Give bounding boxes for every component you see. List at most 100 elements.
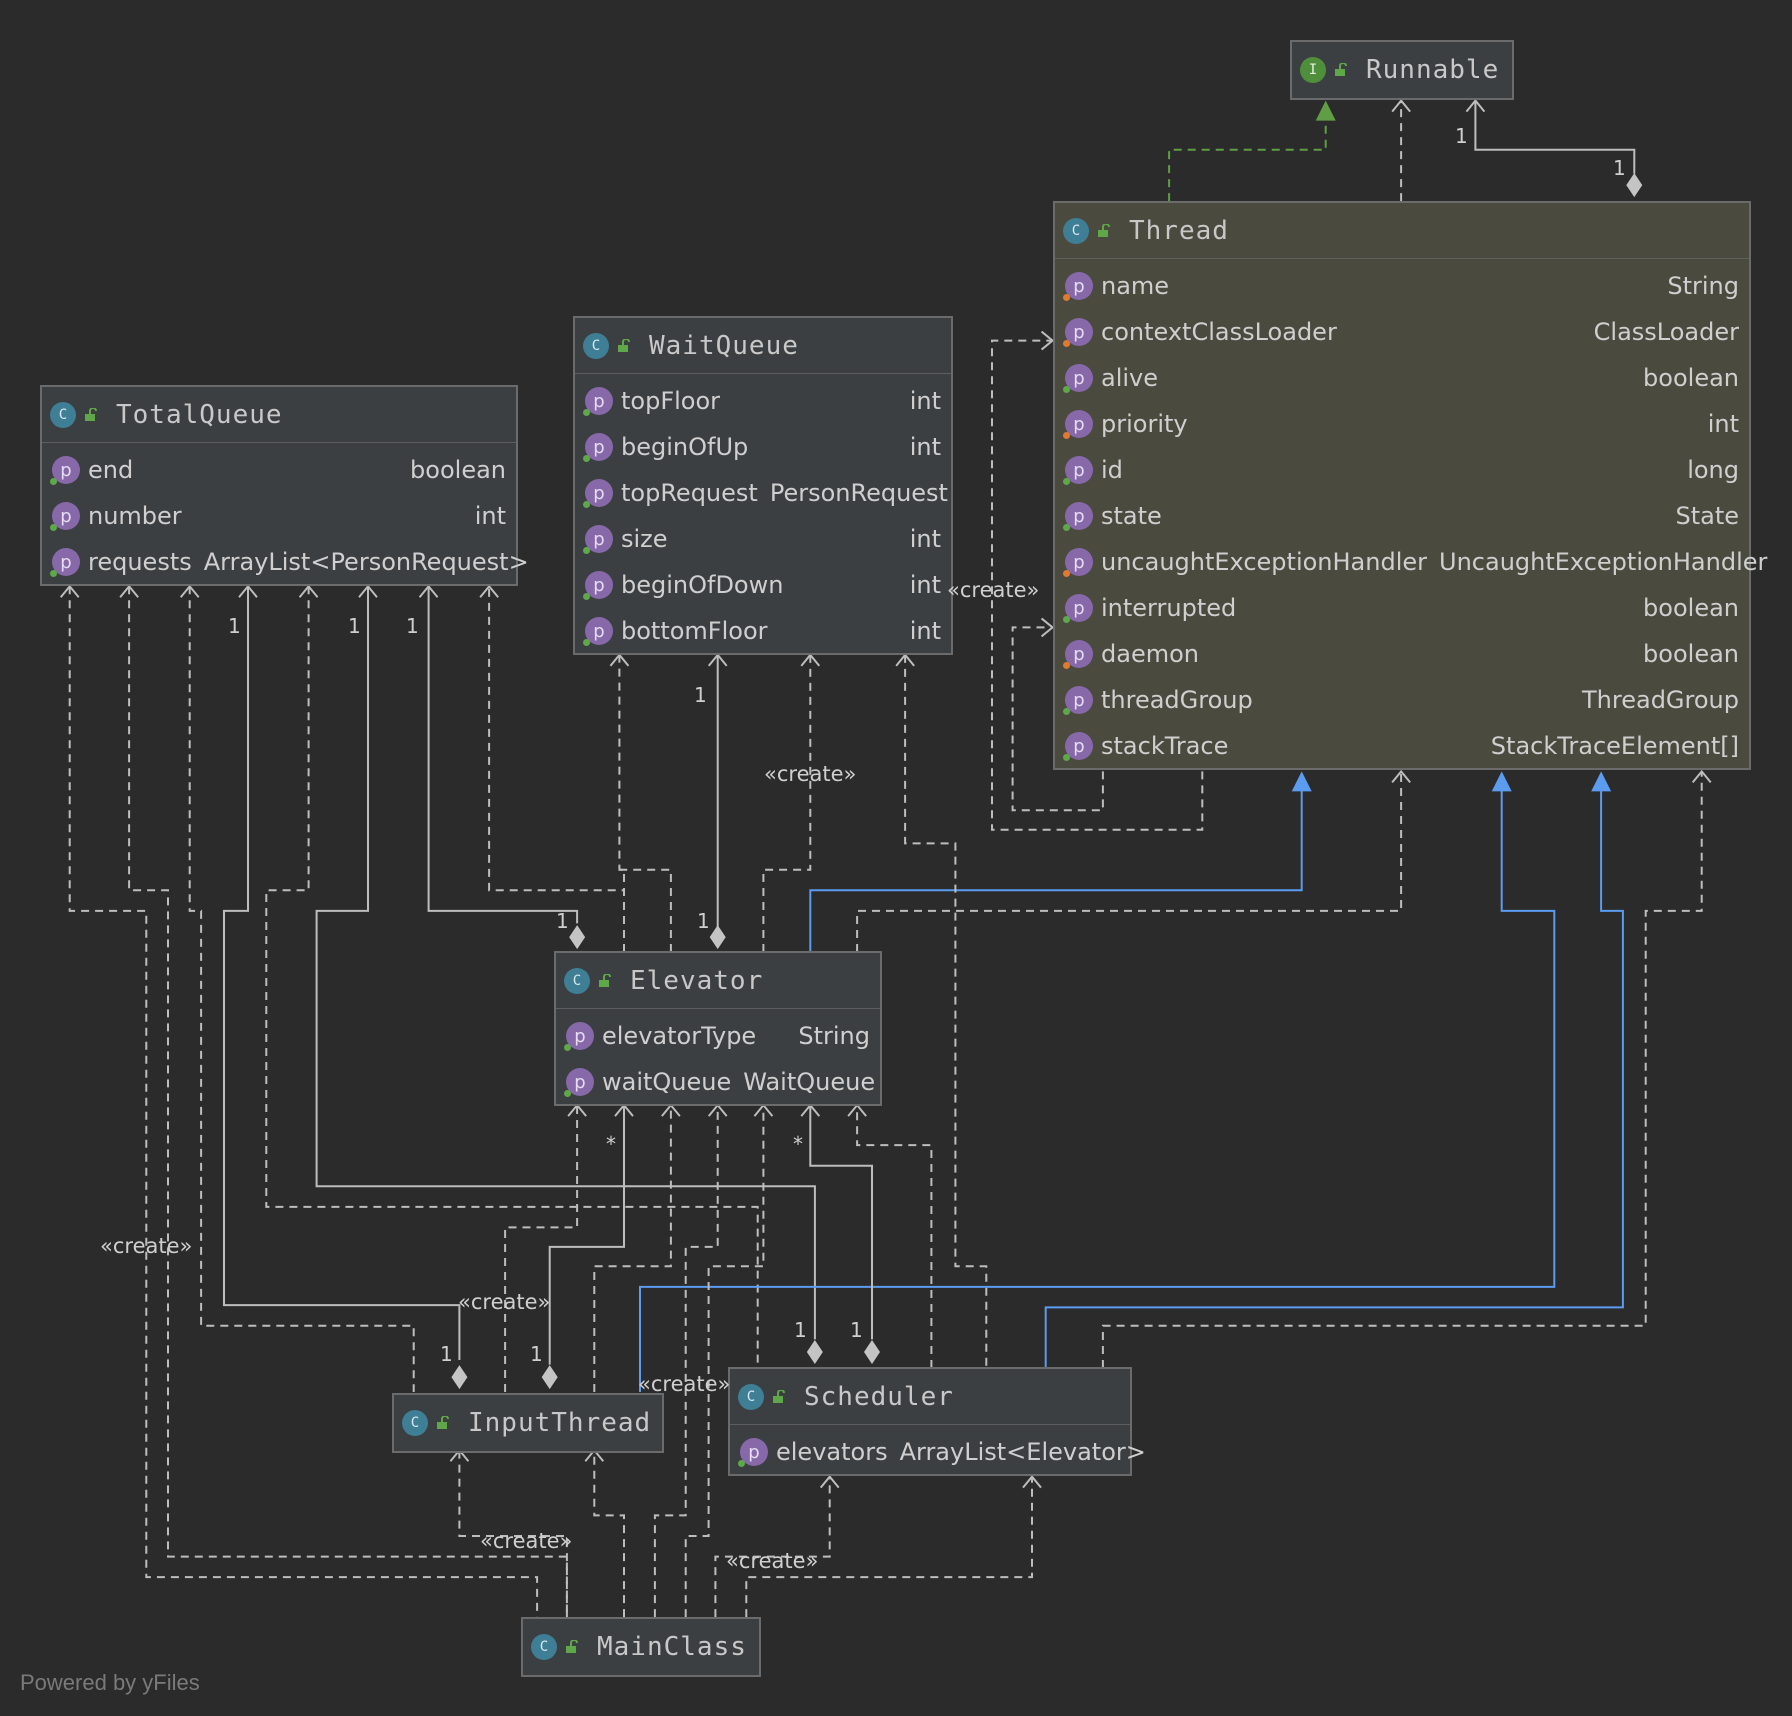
runnable-title: Runnable [1366,55,1500,85]
property-icon: p [1063,640,1093,669]
class-icon: C [1063,217,1089,244]
field-type: int [474,502,506,530]
field-type: int [909,525,941,553]
dependency-edge [128,586,568,1618]
multiplicity-label: 1 [1613,156,1626,180]
field-name: name [1101,272,1170,300]
self-dependency-edge [991,339,1204,831]
field-type: ClassLoader [1593,318,1739,346]
field-name: requests [88,548,192,576]
field-type: boolean [1643,364,1739,392]
property-icon: p [1063,502,1093,531]
inputthread-node[interactable]: C InputThread [392,1393,664,1453]
field-name: id [1101,456,1123,484]
field-type: UncaughtExceptionHandler [1439,548,1768,576]
public-lock-icon [566,1640,578,1653]
dependency-edge [1101,771,1703,1368]
association-edge [548,1105,625,1365]
property-icon: p [1063,594,1093,623]
property-icon: p [1063,410,1093,439]
property-icon: p [50,502,80,531]
mainclass-node[interactable]: C MainClass [521,1617,761,1677]
self-dependency-edge [1011,626,1104,812]
dependency-arrowhead [119,584,139,598]
field-name: priority [1101,410,1188,438]
multiplicity-label: 1 [348,614,361,638]
property-icon: p [583,525,613,554]
field-type: int [909,571,941,599]
runnable-node[interactable]: I Runnable [1290,40,1514,100]
dependency-edge [684,1105,765,1618]
multiplicity-label: 1 [530,1342,543,1366]
field-name: beginOfUp [621,433,749,461]
dependency-edge [593,1450,625,1618]
dependency-arrowhead [59,584,80,598]
field-name: contextClassLoader [1101,318,1337,346]
field-type: String [798,1022,870,1050]
dependency-edge [745,1476,1033,1618]
dependency-edge [504,1105,579,1392]
extends-edge [809,780,1303,952]
field-name: uncaughtExceptionHandler [1101,548,1428,576]
dependency-edge [68,586,539,1618]
composition-diamond [806,1340,823,1364]
multiplicity-label: 1 [850,1318,863,1342]
field-type: PersonRequest [769,479,948,507]
thread-title: Thread [1129,215,1229,246]
elevator-title: Elevator [630,965,764,996]
field-type: State [1675,502,1739,530]
waitqueue-title: WaitQueue [649,330,799,361]
dependency-arrowhead [179,584,200,598]
field-name: threadGroup [1101,686,1253,714]
public-lock-icon [437,1416,449,1429]
mainclass-title: MainClass [597,1632,747,1662]
dependency-arrowhead [1391,769,1411,784]
property-icon: p [583,479,613,508]
public-lock-icon [618,338,630,352]
composition-diamond [709,925,726,950]
property-icon: p [1063,686,1093,715]
field-name: waitQueue [602,1068,732,1096]
association-edge [1474,100,1636,174]
field-name: topFloor [621,387,721,415]
property-icon: p [564,1022,594,1051]
field-type: boolean [1643,594,1739,622]
multiplicity-label: 1 [794,1318,807,1342]
dependency-edge [458,1450,568,1618]
waitqueue-header: C WaitQueue [575,318,951,374]
property-icon: p [1063,732,1093,761]
public-lock-icon [1335,63,1347,76]
public-lock-icon [85,407,97,421]
create-label: «create» [100,1234,193,1258]
